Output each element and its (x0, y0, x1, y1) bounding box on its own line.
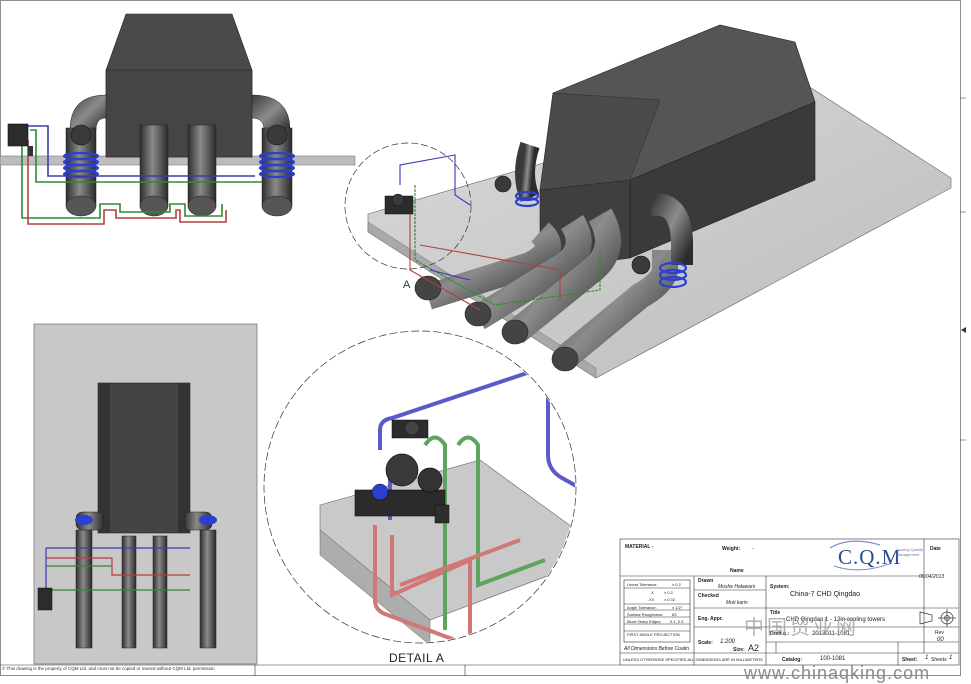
draft-label: Draft n.: (770, 631, 790, 637)
size-value: A2 (748, 643, 760, 653)
side-pipe-1 (75, 529, 93, 649)
cqm-logo: C.Q.M Cooling Quality Management (826, 543, 926, 577)
iso-pipe-1-end (414, 275, 442, 301)
x-tol-value: ± 0.2 (664, 590, 673, 595)
linear-tol-value: ± 0.2 (672, 582, 681, 587)
checked-by: Moti karin (726, 600, 748, 606)
weight-value: - (752, 546, 754, 552)
title-block-frame (0, 538, 960, 676)
drawn-by: Moshe Halawani (718, 584, 755, 590)
logo-subtitle: Cooling Quality Management (896, 547, 924, 557)
iso-valve-left (494, 175, 512, 193)
date-value: 05/04/2013 (919, 574, 945, 580)
iso-instrument-lines (399, 154, 601, 311)
side-pipe-3 (152, 535, 168, 649)
system-value: China-7 CHD Qingdao (790, 591, 861, 598)
date-label: Date (930, 546, 941, 552)
angle-tol-label: Angle Tolerance: (627, 605, 657, 610)
front-pump-skid (7, 123, 29, 147)
x-tol-label: .X (650, 590, 654, 595)
front-bellows-left (62, 151, 100, 179)
surface-label: Surface Roughness: (627, 612, 664, 617)
all-dims-note: All Dimensions Before Coatin (624, 646, 690, 652)
material-label: MATERIAL - (625, 544, 654, 550)
copyright-note: © This drawing is the property of CQM Lt… (2, 666, 215, 671)
front-view (0, 13, 356, 225)
detail-instrument-lines (373, 369, 575, 642)
catalog-value: 100-1081 (820, 656, 846, 662)
sheet-value: 1 (925, 655, 929, 661)
logo-text: C.Q.M (838, 545, 902, 569)
name-label: Name (730, 568, 744, 574)
iso-pipe-4-end (551, 346, 579, 372)
iso-valve-right (631, 255, 651, 275)
rev-label: Rev (935, 630, 944, 636)
drawn-label: Drawn (698, 578, 714, 584)
sheet-label: Sheet: (902, 657, 918, 663)
sheet-border (0, 0, 961, 676)
front-pipe-2 (139, 124, 169, 208)
scale-value: 1:200 (720, 639, 736, 645)
weight-label: Weight: (722, 546, 741, 552)
catalog-label: Catalog: (782, 657, 802, 663)
title-value: CHD Qingdao 1 - 12in cooling towers (786, 617, 886, 623)
checked-label: Checked (698, 593, 719, 599)
angle-tol-value: ± 1/2° (672, 605, 683, 610)
front-bellows-right (258, 151, 296, 179)
xx-tol-value: ± 0.02 (664, 597, 676, 602)
detail-pump-base (354, 489, 446, 517)
sheets-value: 1 (949, 655, 953, 661)
xx-tol-label: .XX (648, 597, 655, 602)
linear-tol-label: Linear Tolerance: (627, 582, 658, 587)
eng-appr-label: Eng. Appr. (698, 616, 723, 622)
front-valve-left (70, 124, 92, 146)
projection-note: FIRST ANGLE PROJECTION (627, 632, 680, 637)
detail-a-leader-label: A (403, 279, 411, 291)
side-pump-skid (37, 587, 53, 611)
scale-label: Scale: (698, 640, 713, 646)
units-note: UNLESS OTHERWISE SPECIFIED ALL DIMENSION… (623, 657, 763, 662)
iso-pipe-3-end (501, 319, 529, 345)
projection-symbol-icon (919, 609, 956, 627)
front-elbow-left (69, 94, 107, 131)
front-elbow-right (251, 94, 291, 131)
isometric-view (344, 24, 952, 379)
system-label: System: (770, 584, 790, 590)
surface-value: 63 (672, 612, 677, 617)
detail-a-view (263, 330, 577, 644)
side-view (33, 323, 258, 665)
sharp-edges-label: Blunt Sharp Edges: (627, 619, 662, 624)
side-instrument-lines (45, 547, 190, 604)
side-view-housing (97, 382, 191, 534)
sharp-edges-value: 0.1_0.3 (670, 619, 684, 624)
front-instrument-lines (21, 125, 262, 225)
front-valve-right (266, 124, 288, 146)
side-pipe-4 (199, 529, 217, 649)
cqm-logo-icon (829, 540, 893, 571)
side-pipe-2 (121, 535, 137, 649)
title-label: Title (770, 610, 781, 616)
iso-pipe-2-end (464, 301, 492, 327)
front-pipe-3 (187, 124, 217, 208)
sheets-label: Sheets (931, 657, 947, 663)
detail-pump-motor (385, 453, 419, 487)
draft-value: 2013011-1081 (812, 631, 851, 637)
iso-pipes (414, 141, 693, 372)
watermark-cn: 中国贸业网 (744, 617, 859, 639)
front-view-slab (0, 155, 356, 166)
detail-a-title: DETAIL A (389, 651, 445, 665)
watermark: www.chinaqking.com (744, 663, 931, 683)
iso-bellows (514, 190, 688, 289)
size-label: Size: (733, 647, 745, 653)
detail-a-marker-circle (344, 142, 472, 270)
rev-value: 00 (937, 637, 944, 643)
